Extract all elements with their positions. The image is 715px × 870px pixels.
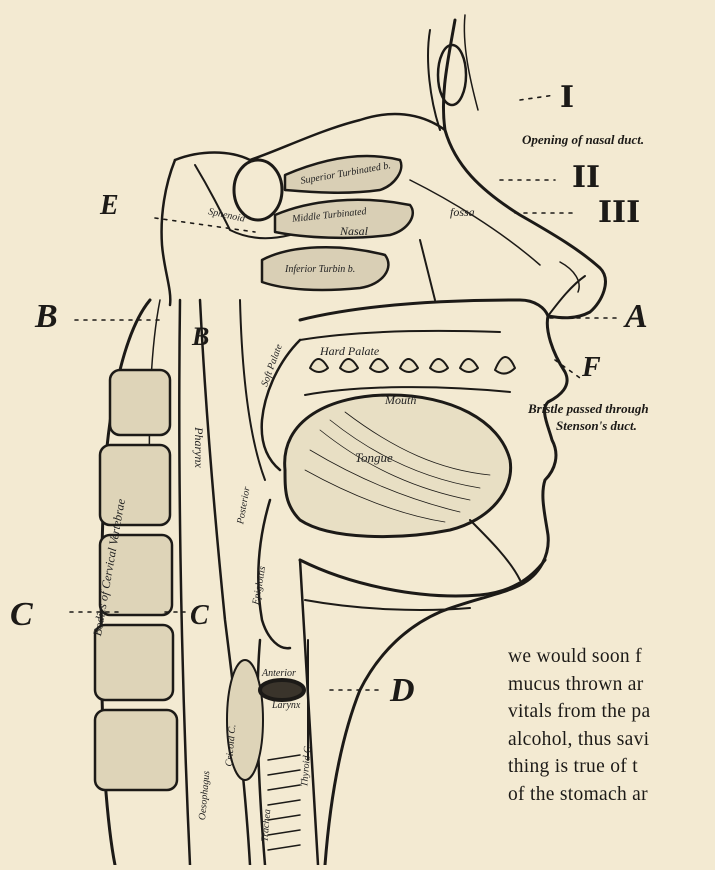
annotation-bristle-line1: Bristle passed through: [528, 401, 649, 417]
label-a: A: [625, 298, 648, 336]
text-line: we would soon f: [508, 643, 715, 671]
text-line: of the stomach ar: [508, 781, 715, 809]
label-b-pharynx: B: [192, 322, 209, 352]
text-line: vitals from the pa: [508, 698, 715, 726]
label-roman-i: I: [560, 80, 574, 115]
label-e: E: [100, 190, 119, 222]
label-hard-palate: Hard Palate: [320, 344, 379, 359]
label-nasal-fossa: fossa: [450, 205, 475, 220]
text-line: mucus thrown ar: [508, 671, 715, 699]
label-nasal: Nasal: [340, 224, 368, 239]
label-anterior: Anterior: [262, 668, 296, 679]
label-d: D: [390, 672, 415, 710]
label-tongue: Tongue: [355, 450, 393, 466]
label-pharynx: Pharynx: [191, 427, 206, 468]
label-f: F: [582, 352, 601, 384]
label-roman-iii: III: [598, 195, 640, 230]
body-text-excerpt: we would soon f mucus thrown ar vitals f…: [508, 643, 715, 808]
annotation-bristle-line2: Stenson's duct.: [556, 418, 637, 434]
label-roman-ii: II: [572, 160, 600, 195]
annotation-nasal-duct: Opening of nasal duct.: [522, 132, 644, 148]
label-b: B: [35, 298, 58, 336]
label-inferior-turbinated: Inferior Turbin b.: [285, 264, 355, 275]
label-larynx: Larynx: [272, 700, 300, 711]
text-line: thing is true of t: [508, 753, 715, 781]
label-c: C: [10, 596, 33, 634]
label-mouth: Mouth: [385, 393, 416, 408]
text-line: alcohol, thus savi: [508, 726, 715, 754]
label-c-spine: C: [190, 600, 209, 632]
